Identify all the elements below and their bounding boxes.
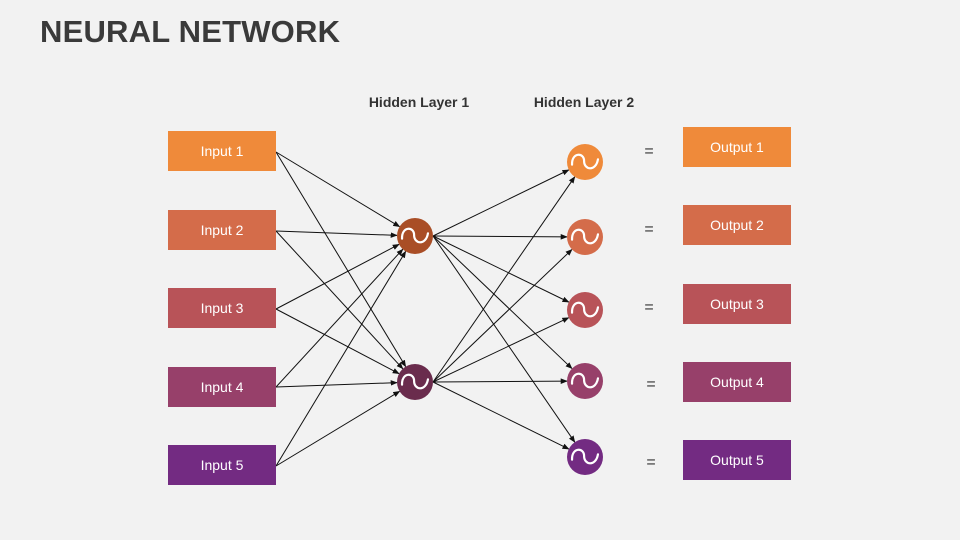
input-label-5: Input 5 [200,457,244,473]
edge-input3-to-h1-1 [275,243,400,310]
input-box-4: Input 4 [168,367,276,407]
hidden-layer-2-neuron-5 [567,439,603,475]
hidden-layer-1-neuron-1 [397,218,433,254]
hidden-layer-2-neuron-4 [567,363,603,399]
input-box-1: Input 1 [168,131,276,171]
edge-h1-2-to-h2-1 [432,176,576,383]
input-label-4: Input 4 [200,379,244,395]
output-box-5: Output 5 [683,440,791,480]
edge-input2-to-h1-1 [275,230,398,238]
nodes [397,144,603,475]
equals-sign-2: = [644,221,654,238]
edge-h1-1-to-h2-3 [432,235,570,303]
equals-sign-4: = [646,376,656,393]
edges [275,151,576,467]
equals-sign-3: = [644,299,654,316]
output-label-4: Output 4 [710,374,764,390]
edge-input4-to-h1-1 [275,248,404,388]
input-box-3: Input 3 [168,288,276,328]
input-box-5: Input 5 [168,445,276,485]
input-label-1: Input 1 [200,143,244,159]
output-label-1: Output 1 [710,139,764,155]
output-label-2: Output 2 [710,217,764,233]
edge-input5-to-h1-2 [275,390,401,467]
edge-h1-1-to-h2-1 [432,169,570,237]
input-box-2: Input 2 [168,210,276,250]
output-box-3: Output 3 [683,284,791,324]
edge-h1-1-to-h2-5 [432,235,576,443]
hidden-layer-2-neuron-2 [567,219,603,255]
edge-input2-to-h1-2 [275,230,404,370]
hidden-layer-1-label: Hidden Layer 1 [368,94,470,110]
output-label-3: Output 3 [710,296,764,312]
edge-h1-2-to-h2-5 [432,381,570,450]
edge-h1-1-to-h2-2 [432,234,568,240]
page-title: NEURAL NETWORK [40,14,341,49]
equals-sign-5: = [646,454,656,471]
input-label-2: Input 2 [200,222,244,238]
equals-sign-1: = [644,143,654,160]
edge-input1-to-h1-2 [275,151,407,368]
edge-h1-1-to-h2-4 [432,235,573,370]
edge-input5-to-h1-1 [275,250,407,467]
hidden-layer-1-neuron-2 [397,364,433,400]
hidden-layer-2-neuron-3 [567,292,603,328]
edge-input1-to-h1-1 [275,151,401,228]
output-box-1: Output 1 [683,127,791,167]
output-label-5: Output 5 [710,452,764,468]
input-label-3: Input 3 [200,300,244,316]
hidden-layer-2-label: Hidden Layer 2 [533,94,635,110]
edge-h1-2-to-h2-4 [432,378,568,384]
edge-input4-to-h1-2 [275,380,398,388]
output-box-4: Output 4 [683,362,791,402]
edge-h1-2-to-h2-3 [432,317,570,383]
edge-h1-2-to-h2-2 [432,248,573,383]
edge-input3-to-h1-2 [275,308,400,375]
hidden-layer-2-neuron-1 [567,144,603,180]
output-box-2: Output 2 [683,205,791,245]
